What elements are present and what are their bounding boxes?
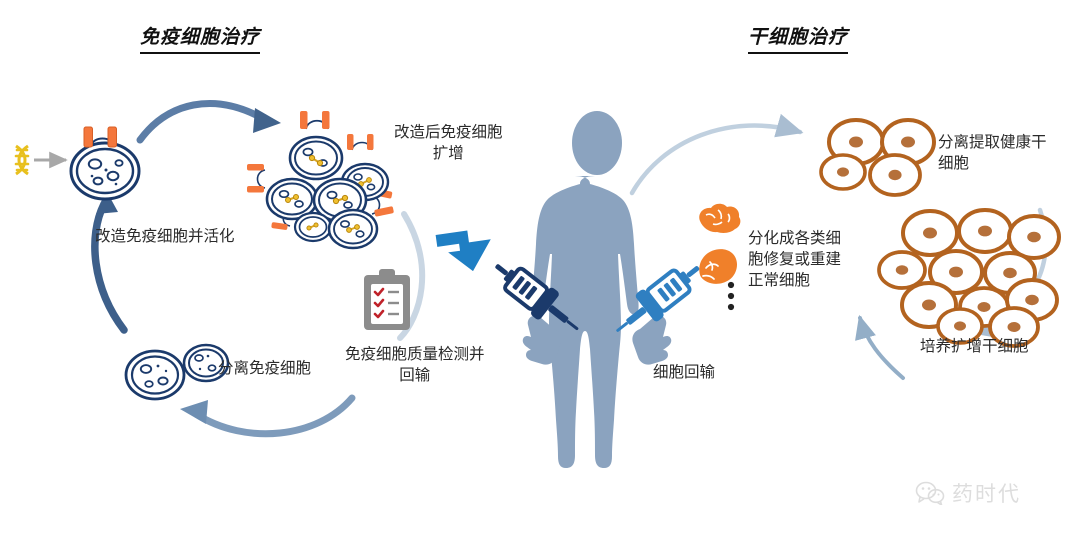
clipboard-checklist-icon bbox=[364, 269, 410, 330]
vertical-ellipsis-icon bbox=[727, 281, 735, 311]
stem-cell-icon bbox=[928, 249, 984, 295]
immune-cell-icon bbox=[124, 349, 186, 401]
label-quality-check-and-reinfuse: 免疫细胞质量检测并 回输 bbox=[345, 345, 485, 384]
arrow-culture-to-differentiate bbox=[855, 314, 905, 380]
arrow-modify-to-expand bbox=[136, 100, 281, 144]
stem-cell-cluster-top bbox=[819, 118, 936, 197]
arrow-body-to-stemcells bbox=[629, 113, 804, 196]
modified-immune-cell-cluster bbox=[247, 111, 394, 250]
car-receptor-icon bbox=[83, 126, 117, 148]
label-cell-reinfusion: 细胞回输 bbox=[653, 363, 716, 381]
stem-cell-icon bbox=[868, 153, 922, 197]
car-receptor-icon bbox=[247, 164, 266, 193]
immune-cell-icon bbox=[293, 211, 333, 243]
dna-helix-icon bbox=[14, 144, 30, 176]
label-expand-modified-immune-cells: 改造后免疫细胞 扩增 bbox=[394, 123, 503, 162]
label-culture-expand-stem-cells: 培养扩增干细胞 bbox=[920, 337, 1029, 355]
immune-cell-icon bbox=[69, 141, 141, 201]
immune-cell-icon bbox=[182, 343, 230, 383]
stem-cell-icon bbox=[936, 307, 984, 345]
stem-cell-icon bbox=[901, 209, 959, 257]
watermark: 药时代 bbox=[915, 478, 1021, 508]
label-isolate-immune-cells: 分离免疫细胞 bbox=[218, 359, 312, 377]
stem-cell-icon bbox=[957, 208, 1013, 254]
immune-cell-icon bbox=[265, 177, 319, 221]
section-title-immune-cell-therapy: 免疫细胞治疗 bbox=[140, 22, 261, 54]
label-modify-and-activate: 改造免疫细胞并活化 bbox=[95, 227, 235, 245]
syringe-icon bbox=[495, 264, 579, 331]
brain-icon bbox=[699, 203, 741, 233]
label-differentiate-repair: 分化成各类细 胞修复或重建 正常细胞 bbox=[748, 229, 842, 289]
car-receptor-icon bbox=[347, 134, 374, 151]
section-title-stem-cell-therapy: 干细胞治疗 bbox=[748, 22, 849, 54]
immune-cell-icon bbox=[288, 135, 344, 181]
stem-cell-icon bbox=[988, 306, 1040, 348]
arrow-qc-to-isolate bbox=[180, 394, 356, 438]
wechat-icon bbox=[915, 481, 945, 505]
injection-arrow-icon bbox=[435, 230, 491, 272]
stem-cell-icon bbox=[877, 250, 927, 290]
isolated-immune-cells bbox=[124, 343, 230, 401]
liver-icon bbox=[699, 249, 738, 284]
human-body-silhouette bbox=[522, 111, 672, 468]
syringe-icon bbox=[616, 266, 700, 332]
stem-cell-icon bbox=[1007, 214, 1061, 260]
immune-cell-icon bbox=[327, 208, 379, 250]
label-extract-healthy-stem-cells: 分离提取健康干 细胞 bbox=[938, 133, 1047, 172]
stem-cell-cluster-bottom bbox=[877, 208, 1061, 348]
arrow-expand-to-qc bbox=[397, 211, 426, 341]
watermark-text: 药时代 bbox=[952, 482, 1021, 506]
stem-cell-icon bbox=[819, 153, 867, 191]
arrow-isolate-to-modify bbox=[91, 190, 128, 334]
car-receptor-icon bbox=[300, 111, 330, 130]
